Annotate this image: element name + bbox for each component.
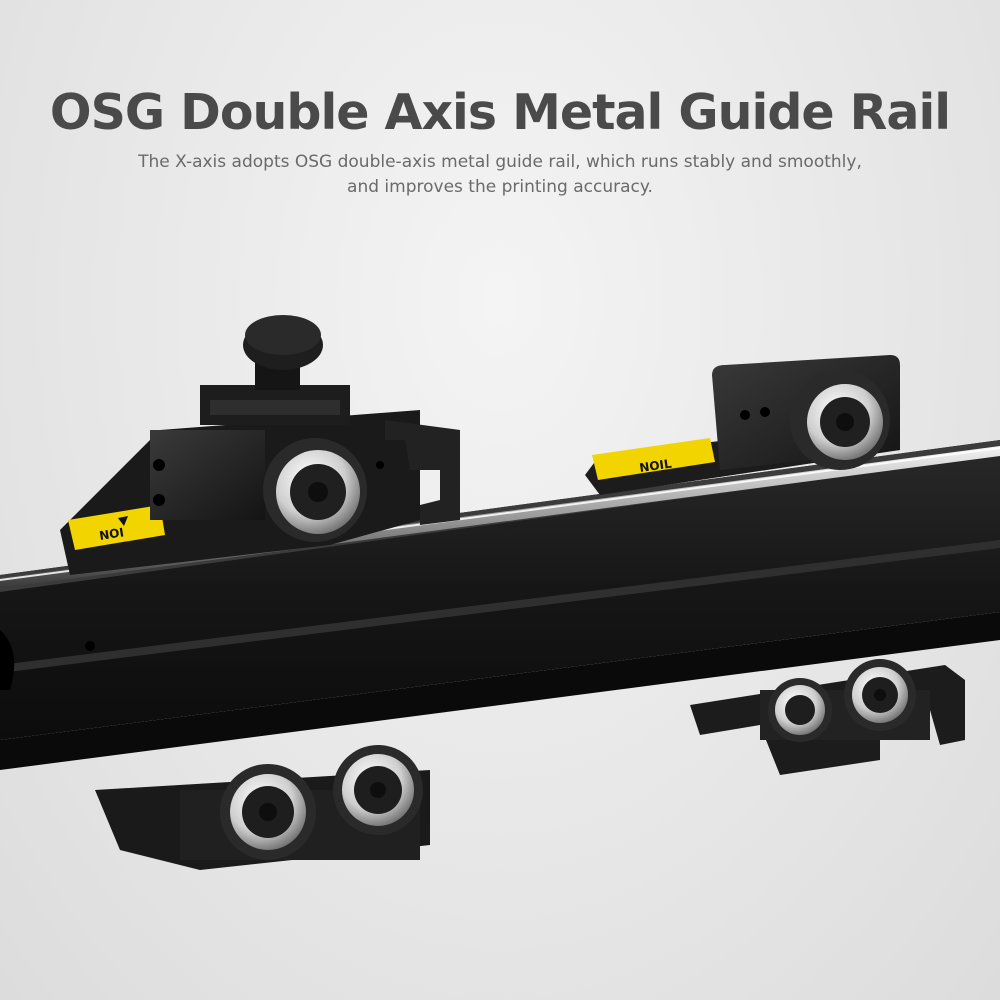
lower-roller-wheels xyxy=(220,659,916,860)
warning-label-right: NOIL xyxy=(592,438,715,480)
warning-label-left: NOI xyxy=(68,505,165,550)
page-subtitle: The X-axis adopts OSG double-axis metal … xyxy=(80,150,920,200)
roller-wheel xyxy=(790,370,890,470)
roller-wheel xyxy=(263,438,367,542)
left-carriage: NOI xyxy=(60,315,460,575)
right-carriage: NOIL xyxy=(585,355,900,495)
svg-text:NOI: NOI xyxy=(98,525,125,543)
page-title: OSG Double Axis Metal Guide Rail xyxy=(49,84,951,141)
subtitle-line-1: The X-axis adopts OSG double-axis metal … xyxy=(138,152,862,172)
subtitle-line-2: and improves the printing accuracy. xyxy=(347,177,653,197)
svg-text:NOIL: NOIL xyxy=(638,457,672,475)
hand-crush-warning-icon xyxy=(118,516,128,526)
